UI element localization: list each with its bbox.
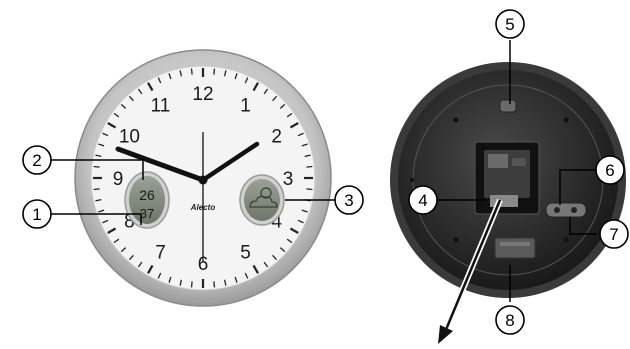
callout-3: 3 — [335, 186, 363, 214]
sensor-battery-compartment — [495, 238, 535, 258]
callout-label: 8 — [505, 311, 514, 330]
callout-label: 2 — [32, 151, 41, 170]
callout-label: 1 — [32, 205, 41, 224]
temperature-reading: 26 — [139, 187, 155, 203]
callout-label: 4 — [418, 191, 427, 210]
callout-4: 4 — [409, 186, 437, 214]
minute-tick — [306, 167, 312, 168]
callout-6: 6 — [596, 156, 624, 184]
dial-number-3: 3 — [283, 169, 294, 190]
callout-label: 7 — [609, 225, 618, 244]
callout-label: 6 — [605, 161, 614, 180]
dial-number-7: 7 — [155, 243, 166, 264]
minute-tick — [214, 69, 215, 75]
callout-7: 7 — [600, 220, 628, 248]
callout-1: 1 — [23, 200, 51, 228]
minute-tick — [214, 281, 215, 287]
dial-number-2: 2 — [271, 127, 282, 148]
thermo-hygro-display: 26 37 — [125, 172, 169, 228]
weather-display — [240, 175, 284, 225]
minute-tick — [192, 281, 193, 287]
hand-hub — [199, 176, 208, 185]
minute-tick — [192, 69, 193, 75]
setting-buttons — [546, 203, 586, 217]
dial-number-1: 1 — [240, 95, 251, 116]
callout-5: 5 — [496, 10, 524, 38]
humidity-reading: 37 — [140, 206, 154, 221]
minute-tick — [94, 167, 100, 168]
dial-number-9: 9 — [113, 169, 124, 190]
callout-label: 3 — [344, 191, 353, 210]
clock-movement — [475, 142, 539, 214]
callout-8: 8 — [496, 306, 524, 334]
minute-tick — [306, 189, 312, 190]
dial-number-11: 11 — [151, 95, 171, 116]
dial-number-5: 5 — [240, 243, 251, 264]
dial-number-10: 10 — [119, 127, 140, 148]
minute-tick — [94, 189, 100, 190]
dial-number-12: 12 — [192, 84, 213, 105]
hanging-hook — [500, 100, 516, 112]
callout-2: 2 — [23, 146, 51, 174]
callout-label: 5 — [505, 15, 514, 34]
